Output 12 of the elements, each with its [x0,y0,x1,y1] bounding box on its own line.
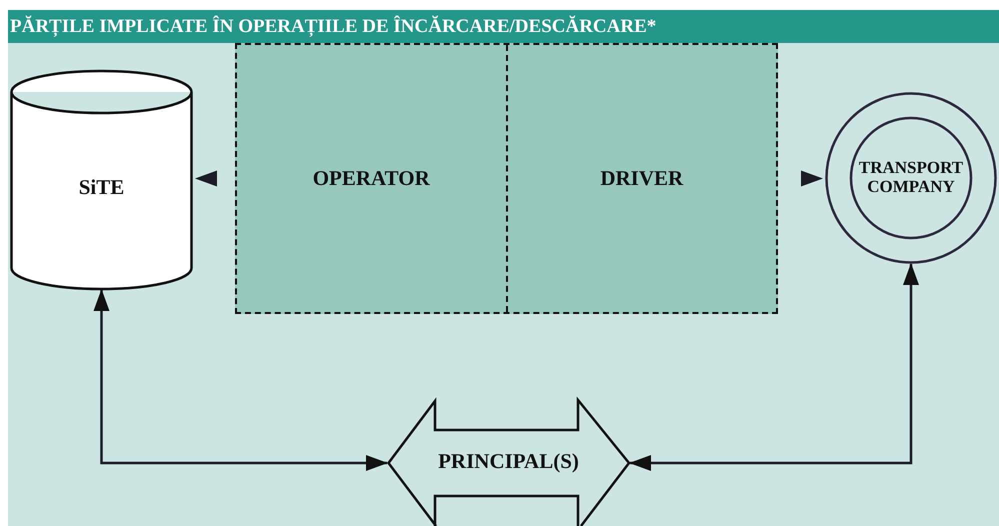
double-arrow-shape [387,398,630,526]
node-label: TRANSPORT COMPANY [858,159,964,197]
node-label: SiTE [78,176,124,200]
node-label: DRIVER [600,166,684,190]
title-bar: PĂRȚILE IMPLICATE ÎN OPERAȚIILE DE ÎNCĂRCARE/DESCĂRCARE* [8,10,999,43]
connector-arrow [94,289,388,471]
double-circle [825,92,997,264]
dashed-group-box [235,43,778,314]
connector-arrow [629,263,919,471]
node-label: OPERATOR [312,166,430,190]
node-label: PRINCIPAL(S) [438,450,579,474]
cylinder [10,70,193,290]
